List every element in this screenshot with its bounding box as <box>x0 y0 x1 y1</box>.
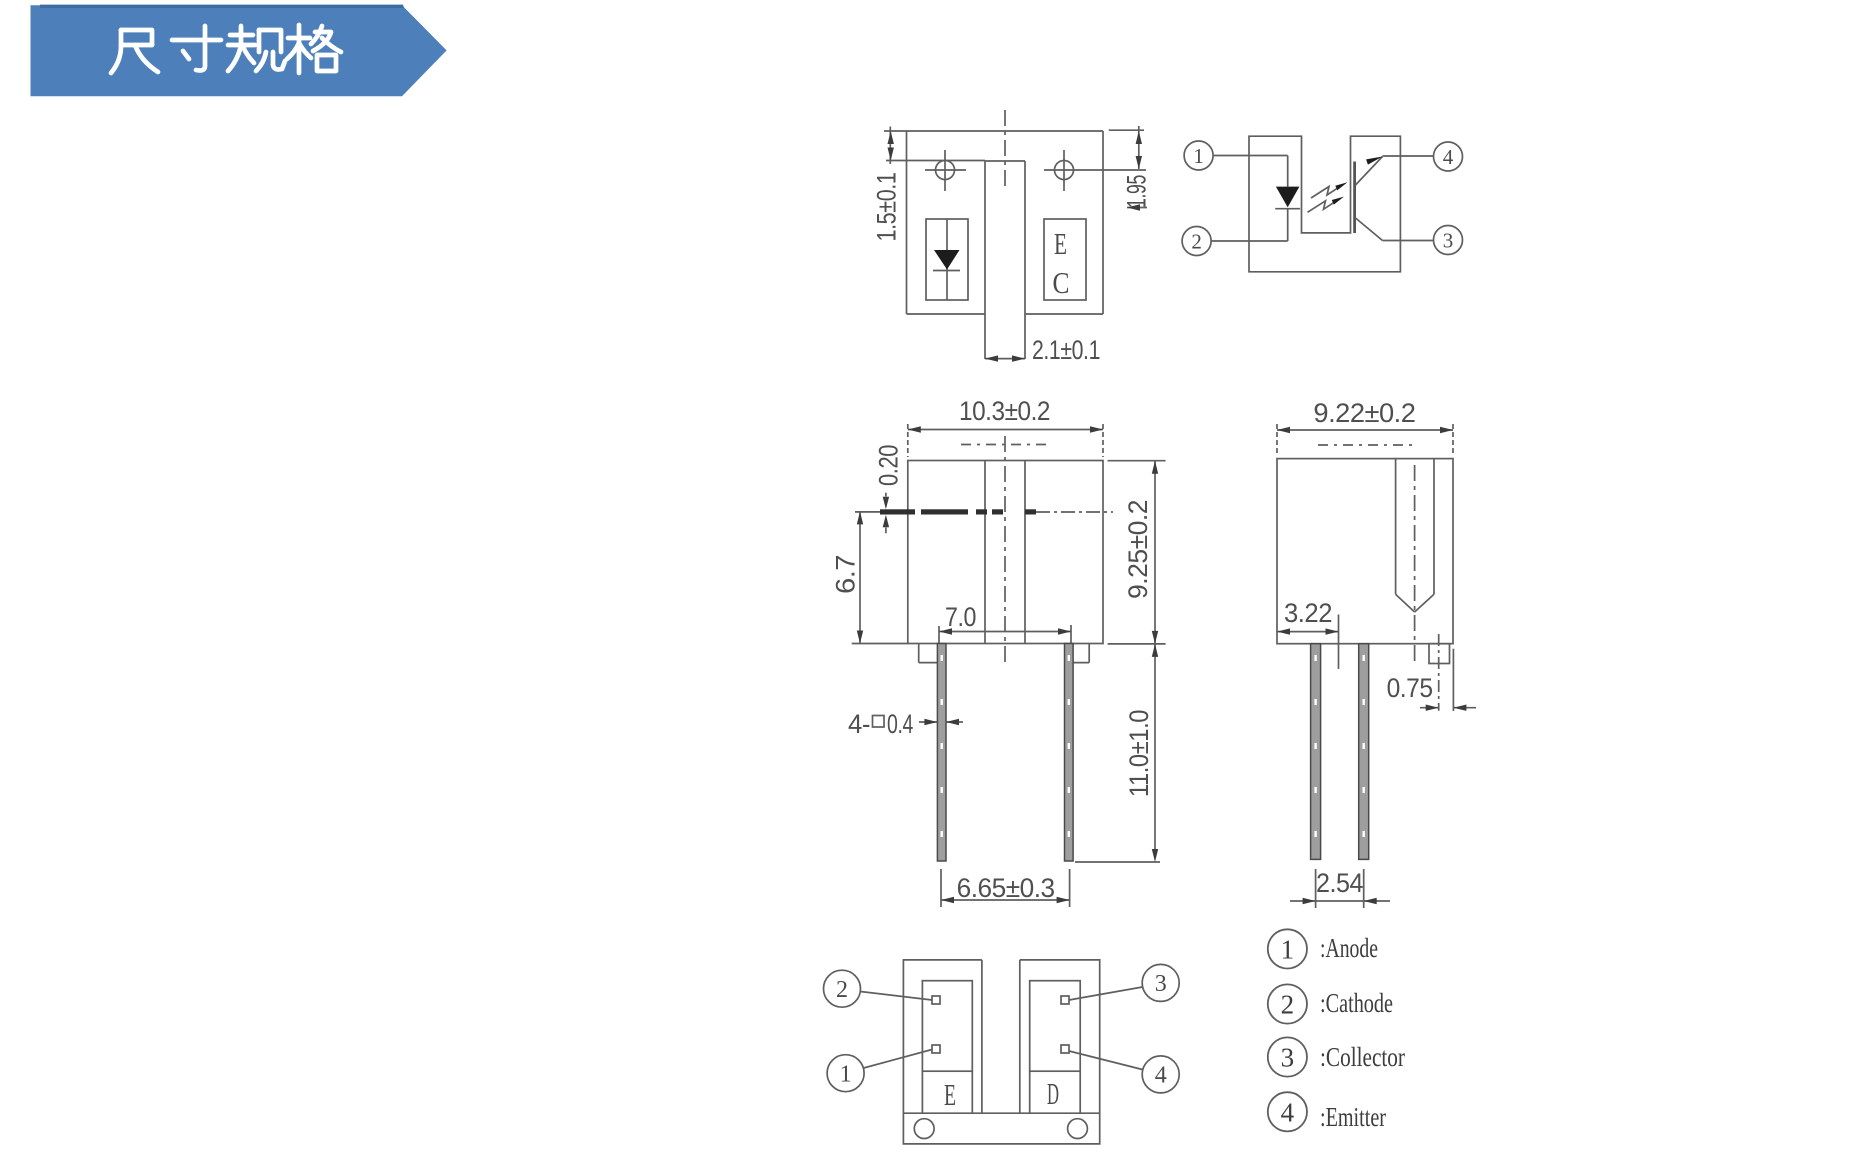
svg-text:3: 3 <box>1155 971 1167 997</box>
svg-text:1: 1 <box>1281 934 1295 964</box>
svg-text:1.95: 1.95 <box>1122 175 1152 208</box>
svg-text:C: C <box>1053 265 1070 300</box>
svg-text:2: 2 <box>1281 990 1295 1020</box>
svg-text:1.5±0.1: 1.5±0.1 <box>872 173 902 242</box>
svg-text:10.3±0.2: 10.3±0.2 <box>959 396 1050 426</box>
svg-text::Anode: :Anode <box>1320 933 1378 963</box>
svg-text:D: D <box>1047 1076 1059 1111</box>
svg-text:6.7: 6.7 <box>831 555 861 594</box>
svg-text:4: 4 <box>1281 1097 1295 1127</box>
svg-text:7.0: 7.0 <box>945 602 976 632</box>
svg-text:2: 2 <box>1191 230 1202 254</box>
svg-text:1: 1 <box>840 1062 852 1088</box>
svg-text:4-: 4- <box>848 709 870 739</box>
svg-text:2.1±0.1: 2.1±0.1 <box>1032 335 1100 365</box>
svg-text:11.0±1.0: 11.0±1.0 <box>1124 710 1154 797</box>
svg-text:6.65±0.3: 6.65±0.3 <box>957 873 1055 903</box>
svg-text:3: 3 <box>1443 229 1454 253</box>
svg-text:0.75: 0.75 <box>1387 673 1433 703</box>
svg-text:E: E <box>944 1077 956 1112</box>
svg-text:9.22±0.2: 9.22±0.2 <box>1313 398 1415 428</box>
svg-text:3: 3 <box>1281 1043 1295 1073</box>
svg-text::Collector: :Collector <box>1320 1042 1405 1072</box>
svg-text:4: 4 <box>1443 145 1454 169</box>
svg-text:1: 1 <box>1193 144 1204 168</box>
svg-text:0.4: 0.4 <box>887 709 913 739</box>
svg-text::Emitter: :Emitter <box>1320 1102 1386 1132</box>
svg-text:E: E <box>1054 226 1067 261</box>
svg-text:0.20: 0.20 <box>874 445 904 486</box>
svg-text:3.22: 3.22 <box>1284 598 1332 628</box>
svg-text:2: 2 <box>836 977 848 1003</box>
svg-text:9.25±0.2: 9.25±0.2 <box>1123 500 1153 599</box>
svg-text:4: 4 <box>1155 1063 1167 1089</box>
svg-text:2.54: 2.54 <box>1316 868 1363 898</box>
svg-text::Cathode: :Cathode <box>1320 988 1393 1018</box>
